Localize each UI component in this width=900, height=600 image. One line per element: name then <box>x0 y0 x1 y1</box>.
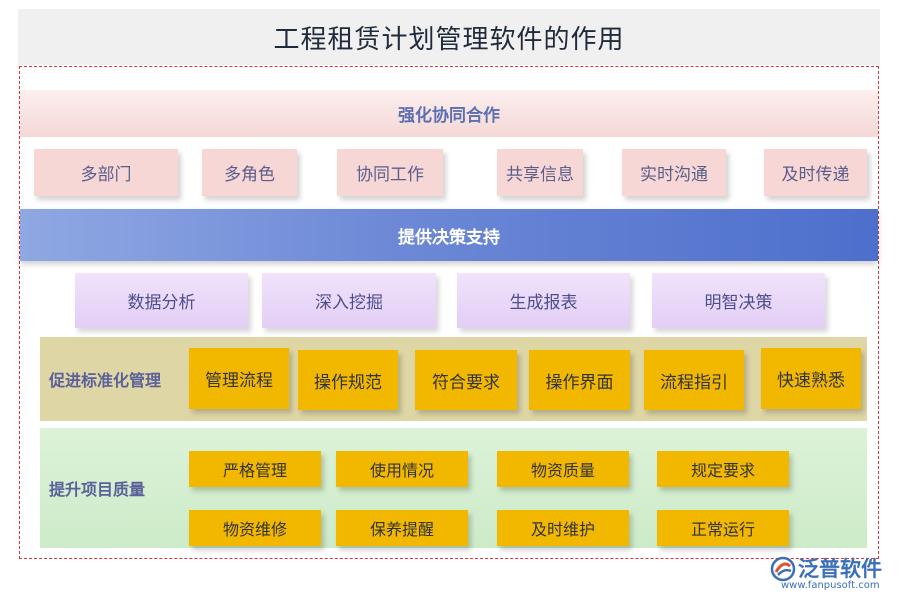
section-collaboration-banner <box>20 90 878 137</box>
section-decision-banner <box>20 209 878 261</box>
collab-item: 实时沟通 <box>622 149 726 196</box>
standard-item: 操作规范 <box>298 350 398 410</box>
section-quality-title: 提升项目质量 <box>49 480 146 499</box>
brand-name: 泛普软件 <box>798 557 882 581</box>
decision-item: 数据分析 <box>75 273 248 328</box>
standard-item: 管理流程 <box>189 348 289 409</box>
standard-item: 流程指引 <box>644 350 744 410</box>
page-title: 工程租赁计划管理软件的作用 <box>273 24 625 55</box>
collab-item: 协同工作 <box>337 149 443 196</box>
quality-item: 规定要求 <box>657 451 789 487</box>
standard-item: 操作界面 <box>529 350 630 410</box>
section-collaboration-title: 强化协同合作 <box>398 106 500 126</box>
standard-item: 符合要求 <box>415 350 517 410</box>
collab-item: 及时传递 <box>764 149 867 196</box>
collab-item: 多角色 <box>202 149 297 196</box>
brand-url: www.fanpusoft.com <box>781 580 880 591</box>
fanpu-logo-icon <box>770 556 796 582</box>
quality-item: 使用情况 <box>336 451 468 487</box>
quality-item: 严格管理 <box>189 451 321 487</box>
decision-item: 明智决策 <box>652 273 825 328</box>
standard-item: 快速熟悉 <box>761 348 861 409</box>
quality-item: 及时维护 <box>497 510 629 546</box>
decision-item: 生成报表 <box>457 273 630 328</box>
decision-item: 深入挖掘 <box>262 273 436 328</box>
quality-item: 正常运行 <box>657 510 789 546</box>
collab-item: 多部门 <box>34 149 178 196</box>
section-standardization-title: 促进标准化管理 <box>49 371 162 390</box>
content-frame <box>19 66 879 559</box>
title-bar <box>18 9 880 65</box>
section-decision-title: 提供决策支持 <box>398 227 500 248</box>
quality-item: 保养提醒 <box>336 510 468 546</box>
quality-item: 物资质量 <box>497 451 629 487</box>
quality-item: 物资维修 <box>189 510 321 546</box>
collab-item: 共享信息 <box>497 149 583 196</box>
